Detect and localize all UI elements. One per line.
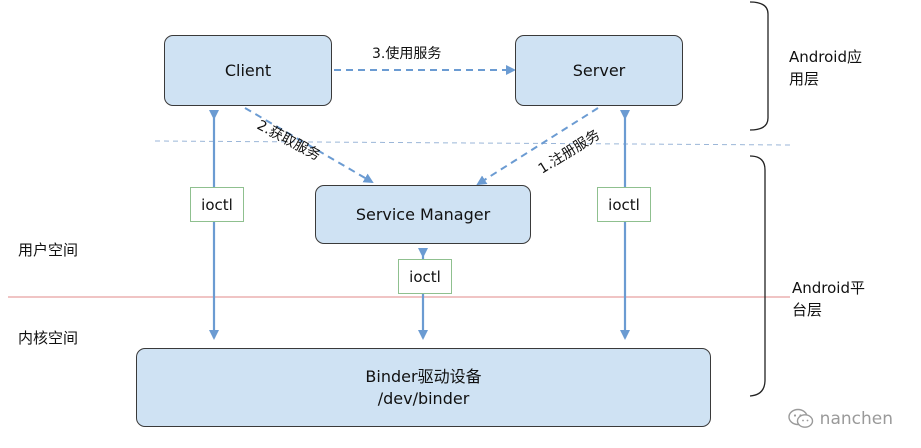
client-label: Client (224, 61, 272, 80)
android-app-layer-line1: Android应 (789, 48, 862, 66)
ioctl-label: ioctl (608, 195, 640, 214)
android-platform-layer-line2: 台层 (792, 301, 823, 319)
watermark: nanchen (787, 408, 893, 430)
binder-driver-node: Binder驱动设备 /dev/binder (136, 348, 711, 427)
client-node: Client (164, 35, 332, 106)
binder-driver-label: Binder驱动设备 (365, 366, 482, 386)
ioctl-tag-service-manager: ioctl (398, 259, 452, 294)
wechat-icon (787, 408, 813, 428)
app-layer-bracket (749, 1, 769, 131)
use-service-label: 3.使用服务 (372, 46, 442, 62)
watermark-text: nanchen (819, 409, 893, 429)
get-service-label: 2.获取服务 (254, 117, 323, 164)
ioctl-label: ioctl (201, 195, 233, 214)
android-platform-layer-label: Android平 台层 (792, 277, 865, 321)
register-service-label: 1.注册服务 (536, 127, 603, 177)
kernel-space-label: 内核空间 (18, 329, 79, 347)
app-layer-separator (154, 140, 791, 146)
service-manager-node: Service Manager (315, 185, 531, 244)
get-service-arrow (244, 107, 374, 184)
android-app-layer-line2: 用层 (789, 70, 820, 88)
ioctl-tag-server: ioctl (597, 187, 651, 222)
user-space-label: 用户空间 (18, 241, 79, 259)
platform-layer-bracket (749, 155, 766, 397)
android-platform-layer-line1: Android平 (792, 279, 865, 297)
binder-path-label: /dev/binder (377, 388, 470, 408)
android-app-layer-label: Android应 用层 (789, 46, 862, 90)
server-label: Server (572, 61, 626, 80)
server-node: Server (515, 35, 683, 106)
service-manager-label: Service Manager (355, 205, 491, 224)
ioctl-tag-client: ioctl (190, 187, 244, 222)
ioctl-label: ioctl (409, 267, 441, 286)
